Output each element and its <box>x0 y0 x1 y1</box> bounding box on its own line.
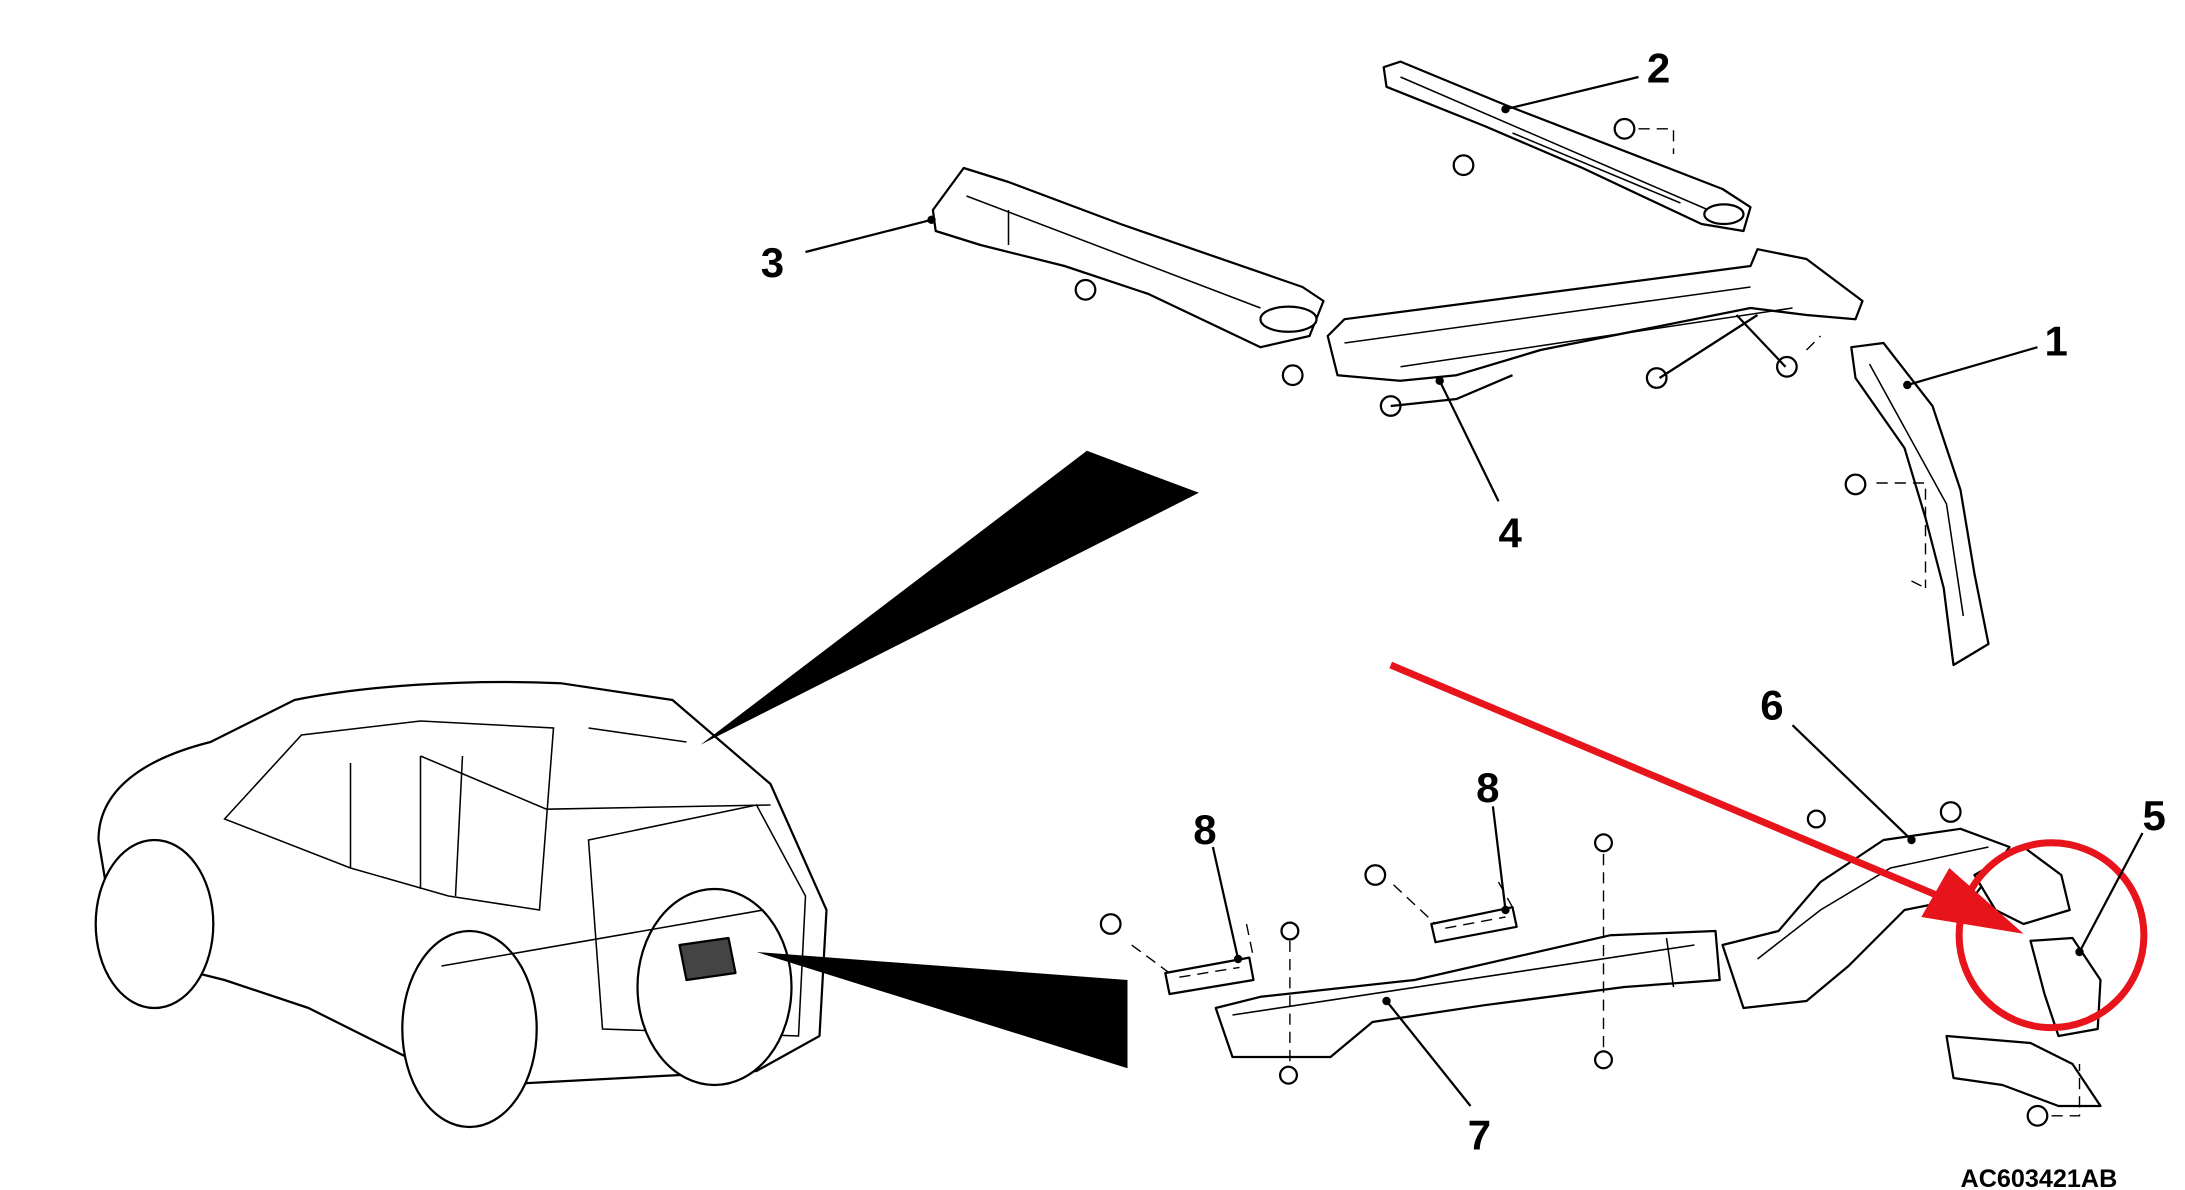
callout-6: 6 <box>1760 682 1783 729</box>
highlight-annotation <box>1389 661 2148 1032</box>
callout-2: 2 <box>1647 45 1670 92</box>
vehicle-illustration <box>94 680 828 1129</box>
callout-7: 7 <box>1468 1111 1491 1158</box>
part-8-grille-left <box>1131 923 1255 996</box>
part-2-duct <box>1382 60 1752 233</box>
part-4-duct <box>1326 248 1864 382</box>
callout-leaders <box>805 75 2144 1107</box>
part-7-duct <box>1214 929 1721 1059</box>
part-1-duct <box>1850 341 1990 667</box>
part-8-grille-right <box>1393 881 1518 944</box>
callout-3: 3 <box>761 239 784 286</box>
callout-wedge-upper <box>700 450 1199 745</box>
callout-1: 1 <box>2045 318 2068 365</box>
part-3-duct <box>931 166 1325 349</box>
callout-8-left: 8 <box>1193 806 1216 853</box>
part-5-duct <box>1945 845 2102 1108</box>
callout-8-right: 8 <box>1476 764 1499 811</box>
screws <box>1074 117 2081 1127</box>
callout-wedge-lower <box>756 952 1128 1069</box>
callout-5: 5 <box>2143 792 2166 839</box>
diagram-code: AC603421AB <box>1961 1165 2118 1190</box>
callout-4: 4 <box>1499 509 1523 556</box>
